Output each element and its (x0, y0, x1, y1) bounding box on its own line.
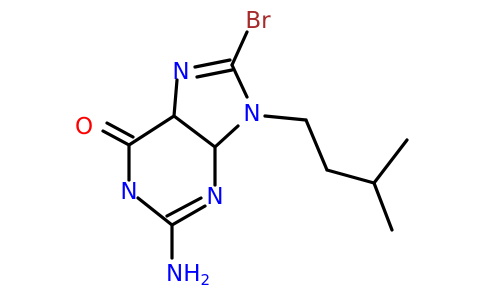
bond-c2-n3-2 (165, 196, 203, 218)
bond-c6-o-1 (101, 129, 131, 147)
bromine-label: Br (245, 8, 271, 34)
bond-ch-ch3b (372, 181, 394, 232)
bond-n7-c8-1 (193, 58, 232, 69)
bond-ch2-ch2 (304, 118, 329, 172)
oxygen-label: O (75, 114, 93, 140)
n9-label: N (243, 101, 260, 127)
bond-n9-c4 (213, 124, 240, 149)
bond-c5-c6 (127, 114, 176, 147)
bond-c6-o-2 (105, 121, 135, 139)
bond-c2-n3-1 (170, 204, 207, 227)
n7-label: N (172, 59, 189, 85)
bond-c4-c5 (172, 114, 217, 149)
bond-ch2-ch (325, 168, 376, 185)
bond-c8-br (230, 30, 249, 67)
amino-nh-text: NH (166, 261, 201, 287)
amino-label: NH2 (166, 261, 210, 289)
bond-c5-n7 (172, 78, 179, 118)
bond-ch-ch3a (372, 138, 409, 185)
amino-subscript: 2 (201, 271, 211, 289)
bond-n7-c8-2 (195, 68, 234, 79)
bond-n1-c2 (136, 196, 174, 227)
n3-label: N (206, 184, 223, 210)
bonds (101, 30, 409, 260)
bond-c8-n9 (230, 63, 249, 99)
bond-n9-ch2 (263, 114, 308, 122)
atom-labels: O N Br N N N NH2 (75, 8, 271, 289)
n1-label: N (120, 179, 137, 205)
